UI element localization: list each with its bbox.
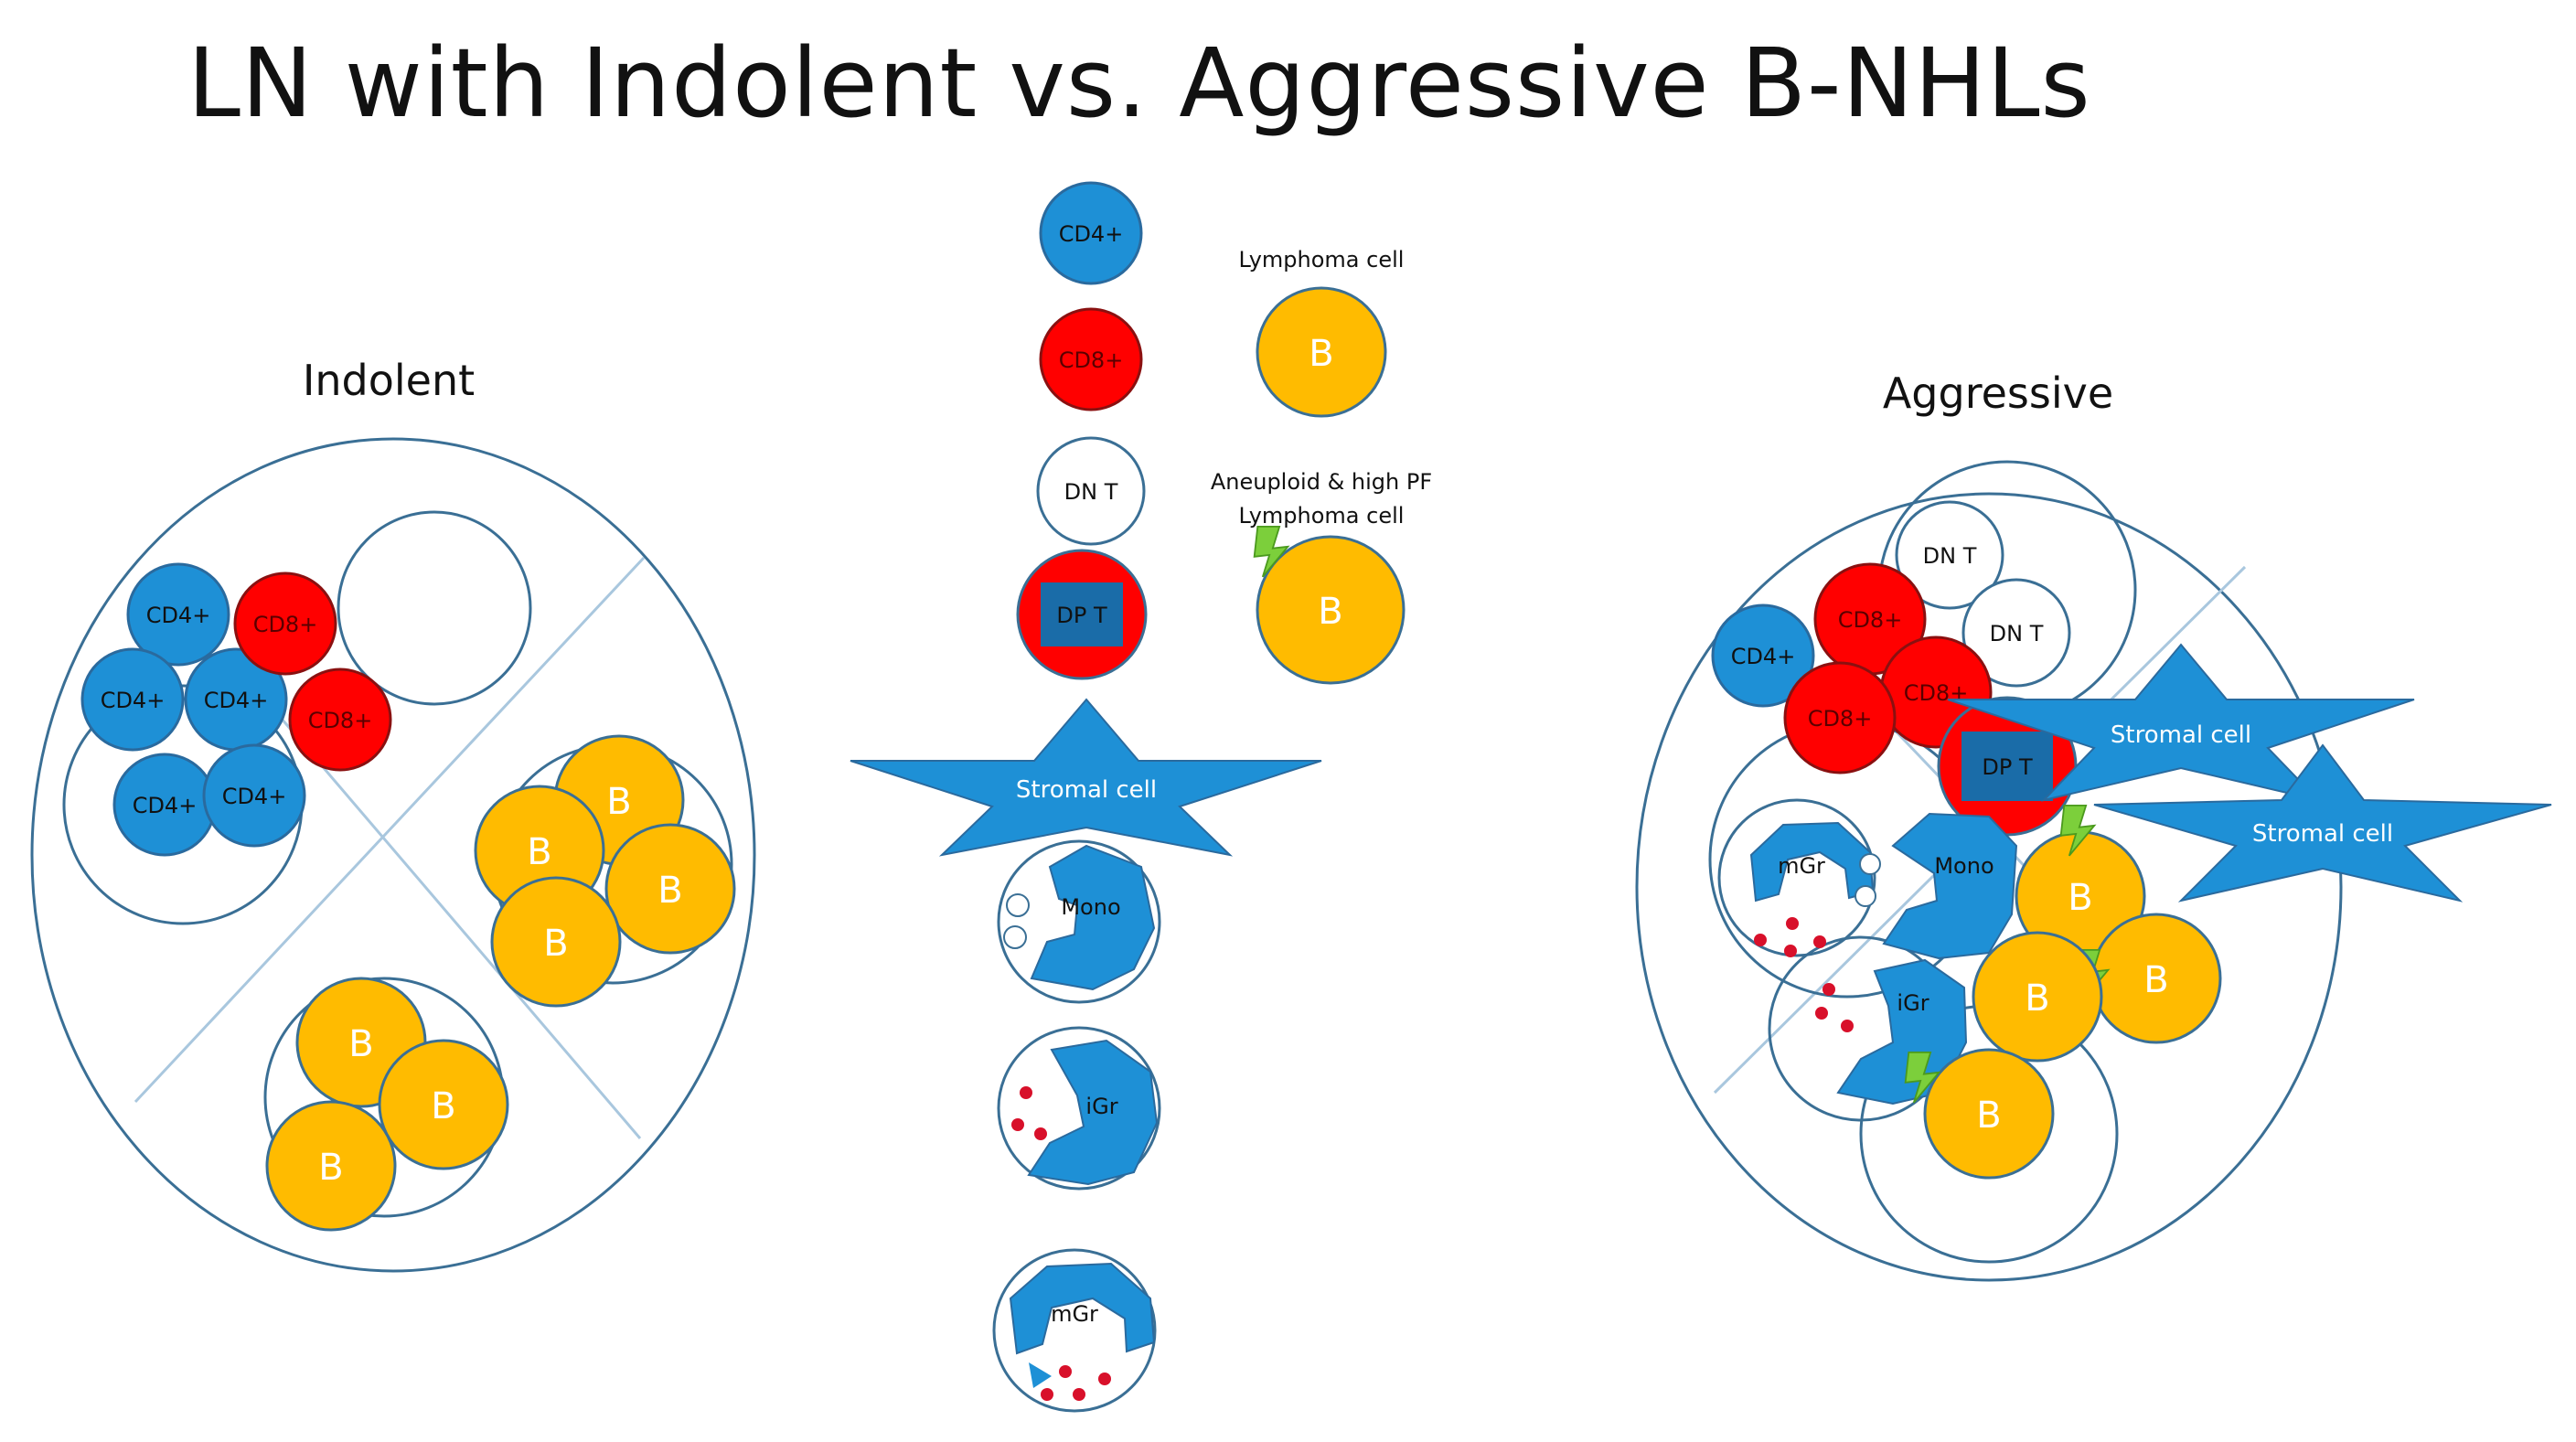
- cd4-cell: CD4+: [80, 647, 185, 752]
- legend-stromal-cell: Stromal cell: [850, 698, 1322, 857]
- svg-text:CD4+: CD4+: [222, 784, 287, 809]
- legend-lymphoma-cell-label: Lymphoma cell: [1239, 247, 1405, 272]
- stromal-cell: Stromal cell: [1947, 643, 2415, 802]
- svg-text:B: B: [1318, 591, 1342, 633]
- aggressive-panel: Aggressive DN T DN T CD4+ CD8+: [1635, 369, 2552, 1282]
- legend-cd4-cell: CD4+: [1039, 181, 1143, 285]
- svg-text:CD8+: CD8+: [1838, 607, 1903, 633]
- b-cell: B: [1972, 931, 2103, 1063]
- svg-text:DN T: DN T: [1064, 479, 1118, 505]
- svg-text:B: B: [348, 1023, 373, 1065]
- indolent-divider: [263, 699, 642, 1139]
- indolent-subcompartment: [337, 510, 532, 706]
- svg-text:DP T: DP T: [1982, 754, 2033, 780]
- b-cell: B: [604, 823, 736, 955]
- b-cell: B: [2073, 913, 2222, 1044]
- cd8-cell: CD8+: [288, 668, 392, 772]
- cd4-cell: CD4+: [126, 562, 230, 667]
- cd8-cell: CD8+: [233, 571, 337, 676]
- legend-lymphoma-cell: B: [1256, 286, 1387, 418]
- svg-text:CD4+: CD4+: [133, 793, 198, 818]
- svg-text:B: B: [657, 870, 682, 912]
- indolent-panel: Indolent CD4+ CD4+ CD4+ CD4+ CD4: [30, 356, 756, 1273]
- svg-text:B: B: [527, 831, 551, 873]
- svg-text:CD4+: CD4+: [204, 688, 269, 713]
- legend-aneuploid-label: Aneuploid & high PF: [1211, 469, 1432, 495]
- svg-text:CD8+: CD8+: [253, 612, 318, 637]
- b-cell: B: [378, 1039, 509, 1170]
- svg-text:Stromal cell: Stromal cell: [2111, 721, 2251, 749]
- monocyte: Mono: [1855, 812, 2018, 960]
- dn-t-cell: DN T: [1895, 500, 2004, 610]
- cd8-cell: CD8+: [1813, 562, 1927, 676]
- immature-granulocyte: iGr: [1815, 958, 1968, 1106]
- svg-text:CD4+: CD4+: [1059, 221, 1124, 247]
- indolent-divider: [134, 556, 646, 1104]
- aggressive-label: Aggressive: [1883, 369, 2113, 418]
- stromal-cell: Stromal cell: [2093, 743, 2552, 903]
- legend-immature-granulocyte: iGr: [997, 1026, 1161, 1191]
- svg-text:B: B: [543, 923, 568, 965]
- legend-aneuploid-label: Lymphoma cell: [1239, 503, 1405, 529]
- legend-dn-t-cell: DN T: [1036, 436, 1146, 546]
- svg-text:DN T: DN T: [1990, 621, 2044, 646]
- b-cell: B: [1904, 1048, 2055, 1180]
- svg-text:DN T: DN T: [1923, 543, 1977, 569]
- svg-text:Stromal cell: Stromal cell: [2252, 820, 2393, 848]
- cd4-cell: CD4+: [112, 753, 217, 857]
- svg-text:B: B: [1976, 1095, 2001, 1137]
- cd4-cell: CD4+: [1711, 604, 1815, 708]
- svg-text:B: B: [318, 1147, 343, 1189]
- svg-text:iGr: iGr: [1085, 1094, 1117, 1119]
- legend: CD4+ CD8+ DN T DP T Lymphoma cell B Aneu…: [850, 181, 1432, 1413]
- svg-text:CD4+: CD4+: [101, 688, 166, 713]
- legend-aneuploid-lymphoma-cell: B: [1253, 526, 1406, 685]
- cd4-cell: CD4+: [184, 647, 288, 752]
- svg-text:B: B: [1309, 333, 1333, 375]
- indolent-lymph-node-outline: [30, 437, 756, 1273]
- b-cell: B: [265, 1100, 397, 1232]
- svg-text:mGr: mGr: [1051, 1301, 1098, 1327]
- svg-text:B: B: [606, 781, 631, 823]
- legend-mature-granulocyte: mGr: [992, 1248, 1157, 1413]
- mature-granulocyte: mGr: [1749, 821, 1875, 957]
- svg-text:Mono: Mono: [1061, 894, 1120, 920]
- svg-text:CD4+: CD4+: [1731, 644, 1796, 669]
- svg-text:B: B: [2025, 977, 2049, 1020]
- svg-text:CD4+: CD4+: [146, 603, 211, 628]
- aggressive-lymph-node-outline: [1635, 492, 2343, 1282]
- svg-text:CD8+: CD8+: [308, 708, 373, 733]
- legend-dp-t-cell: DP T: [1016, 549, 1148, 680]
- indolent-label: Indolent: [303, 356, 475, 405]
- svg-text:CD8+: CD8+: [1059, 347, 1124, 373]
- slide-title: LN with Indolent vs. Aggressive B-NHLs: [187, 27, 2091, 139]
- legend-cd8-cell: CD8+: [1039, 307, 1143, 411]
- aggressive-subcompartment: [1717, 798, 1876, 957]
- legend-monocyte: Mono: [997, 839, 1161, 1004]
- cd8-cell: CD8+: [1783, 661, 1897, 774]
- svg-text:Stromal cell: Stromal cell: [1016, 776, 1157, 804]
- cd4-cell: CD4+: [202, 743, 306, 848]
- svg-text:B: B: [431, 1085, 455, 1127]
- svg-text:Mono: Mono: [1934, 853, 1993, 879]
- svg-text:B: B: [2068, 877, 2092, 919]
- svg-text:B: B: [2143, 959, 2168, 1001]
- dp-t-cell: DP T: [1937, 696, 2078, 837]
- dn-t-cell: DN T: [1961, 578, 2071, 688]
- svg-text:DP T: DP T: [1056, 603, 1107, 628]
- b-cell: B: [490, 876, 622, 1008]
- svg-text:CD8+: CD8+: [1808, 706, 1873, 732]
- svg-text:iGr: iGr: [1897, 990, 1929, 1016]
- svg-text:mGr: mGr: [1778, 853, 1825, 879]
